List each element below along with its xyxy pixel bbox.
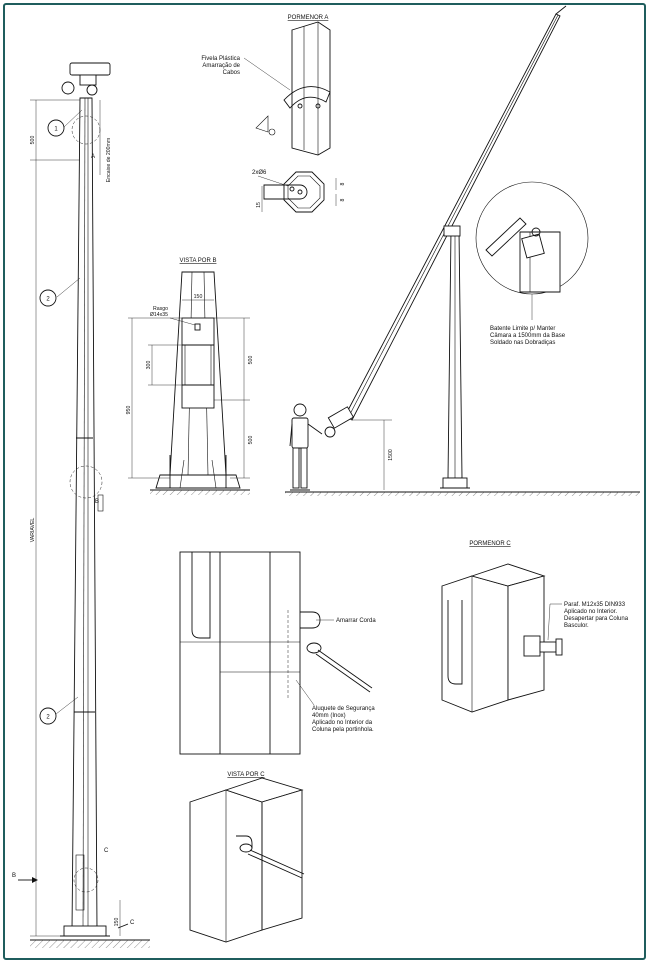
section-letter-c: C xyxy=(130,920,135,926)
dim-150: 150 xyxy=(194,294,203,300)
aloquete-line-3: Aplicado no Interior da xyxy=(312,720,373,726)
paraf-line-2: Aplicado no Interior. xyxy=(564,609,617,615)
item-marker-2-upper: 2 xyxy=(46,297,50,303)
fivela-line-2: Amarração de xyxy=(202,63,240,69)
detail-letter-b: B xyxy=(95,499,99,505)
main-pole-elevation xyxy=(18,62,150,948)
fivela-line-3: Cabos xyxy=(223,70,240,76)
aloquete-line-2: 40mm (Inox) xyxy=(312,713,346,719)
pormenor-c-title: PORMENOR C xyxy=(469,541,511,547)
dim-500-b-upper: 500 xyxy=(248,356,254,365)
item-marker-2-lower: 2 xyxy=(46,715,50,721)
batente-line-1: Batente Limite p/ Manter xyxy=(490,326,555,332)
fivela-line-1: Fivela Plástica xyxy=(201,56,240,62)
dim-variavel: VARIAVEL xyxy=(30,518,36,543)
section-letter-b: B xyxy=(12,873,16,879)
amarrar-corda-label: Amarrar Corda xyxy=(336,618,376,624)
vista-c-title: VISTA POR C xyxy=(227,772,265,778)
tilting-pole-view xyxy=(285,5,640,496)
dim-950: 950 xyxy=(126,406,132,415)
drawing-frame xyxy=(3,3,646,960)
pormenor-b-door-detail xyxy=(179,551,373,755)
rasgo-line-2: Ø14x35 xyxy=(150,312,168,318)
dim-300: 300 xyxy=(146,361,152,370)
detail-letter-c: C xyxy=(104,848,109,854)
batente-line-2: Câmara a 1500mm da Base xyxy=(490,333,566,339)
vista-b-title: VISTA POR B xyxy=(180,258,217,264)
dim-1500: 1500 xyxy=(388,449,394,461)
paraf-line-1: Paraf. M12x35 DIN933 xyxy=(564,602,626,608)
pormenor-c-detail xyxy=(441,563,563,713)
dim-encaixe: Encaixe de 200mm xyxy=(106,138,112,182)
pormenor-a-detail xyxy=(243,21,337,213)
dim-8-a: 8 xyxy=(340,182,346,185)
vista-c-detail xyxy=(189,777,305,943)
rasgo-line-1: Rasgo xyxy=(153,306,168,312)
dim-8-b: 8 xyxy=(340,198,346,201)
paraf-line-4: Basculor. xyxy=(564,623,589,629)
dim-15: 15 xyxy=(256,202,262,208)
dim-500-top: 500 xyxy=(30,136,36,145)
aloquete-line-4: Coluna pela portinhola. xyxy=(312,727,374,733)
item-marker-1: 1 xyxy=(54,127,58,133)
dim-2x6-holes: 2xØ6 xyxy=(252,170,267,176)
dim-500-b-lower: 500 xyxy=(248,436,254,445)
aloquete-line-1: Aluquete de Segurança xyxy=(312,706,375,712)
detail-letter-a: A xyxy=(91,154,95,160)
batente-line-3: Soldado nas Dobradiças xyxy=(490,340,555,346)
dim-150-base: 150 xyxy=(114,918,120,927)
pormenor-a-title: PORMENOR A xyxy=(288,15,329,21)
paraf-line-3: Desapertar para Coluna xyxy=(564,616,629,622)
vista-b-elevation xyxy=(128,271,250,495)
